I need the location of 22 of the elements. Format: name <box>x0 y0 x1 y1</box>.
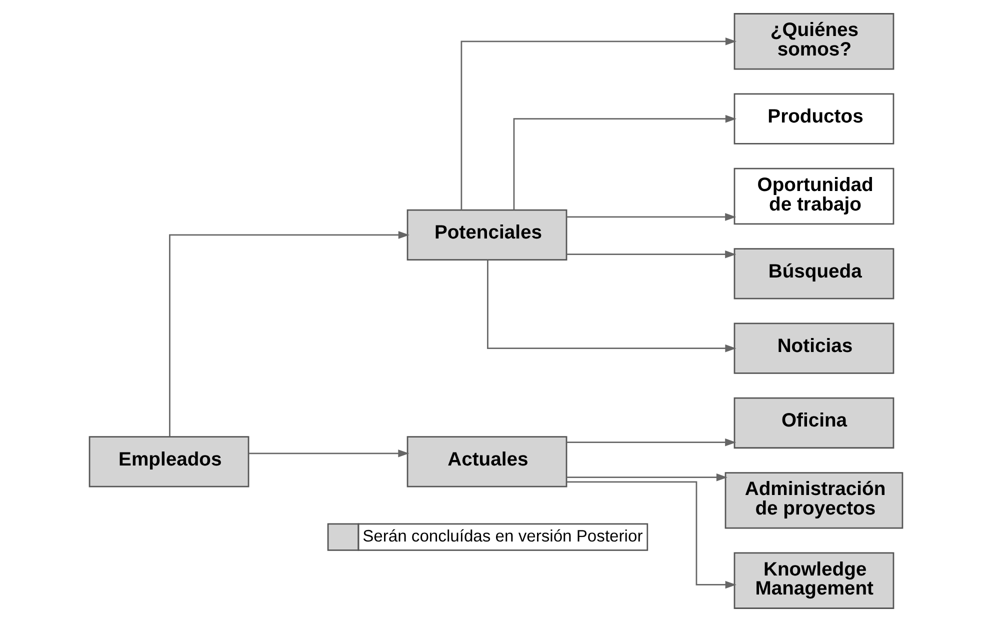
arrow <box>487 260 736 352</box>
arrow <box>169 231 410 437</box>
legend-label: Serán concluídas en versión Posterior <box>362 526 643 546</box>
node-box: Actuales <box>406 436 568 488</box>
node-box: Potenciales <box>406 209 568 261</box>
arrow <box>248 450 410 458</box>
arrow <box>566 473 728 482</box>
arrow <box>460 38 737 210</box>
node-box: ¿Quiénes somos? <box>734 13 894 70</box>
arrow <box>566 481 736 589</box>
node-box: Empleados <box>88 436 250 488</box>
arrow <box>566 250 736 258</box>
arrow <box>566 438 736 446</box>
node-box: Knowledge Management <box>734 552 894 609</box>
node-box: Productos <box>734 93 894 144</box>
node-box: Oficina <box>734 397 894 449</box>
node-box: Búsqueda <box>734 248 894 300</box>
arrow <box>566 213 736 221</box>
node-box: Administración de proyectos <box>724 472 904 529</box>
node-box: Oportunidad de trabajo <box>734 168 894 225</box>
arrow <box>513 114 736 210</box>
node-box: Noticias <box>734 322 894 374</box>
